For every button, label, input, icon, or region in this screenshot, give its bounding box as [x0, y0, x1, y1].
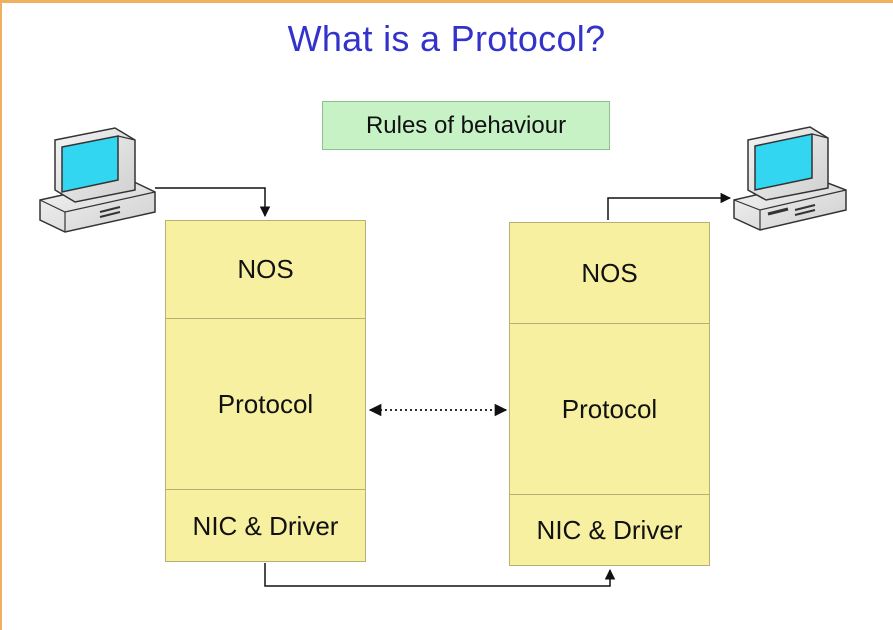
left-nos-label: NOS	[237, 254, 294, 284]
left-nic-driver-label: NIC & Driver	[192, 510, 339, 541]
slide-border-left	[0, 0, 2, 630]
left-protocol-stack: NOS Protocol NIC & Driver	[165, 220, 366, 562]
right-nos-label: NOS	[581, 257, 638, 288]
left-nos-layer: NOS	[166, 221, 365, 318]
computer-icon	[39, 127, 156, 233]
right-protocol-stack: NOS Protocol NIC & Driver	[509, 222, 710, 566]
left-computer-arrow	[155, 187, 271, 218]
right-nos-layer: NOS	[510, 223, 709, 323]
left-protocol-label: Protocol	[217, 388, 314, 419]
slide-border-top	[0, 0, 893, 3]
nic-link-arrow	[264, 563, 616, 587]
right-nic-driver-label: NIC & Driver	[536, 515, 683, 545]
left-nic-driver-layer: NIC & Driver	[166, 489, 365, 562]
left-protocol-layer: Protocol	[166, 318, 365, 489]
right-protocol-layer: Protocol	[510, 323, 709, 494]
right-protocol-label: Protocol	[561, 393, 658, 424]
right-computer-arrow	[607, 192, 732, 220]
rules-of-behaviour-box: Rules of behaviour	[322, 101, 610, 150]
computer-icon	[733, 126, 847, 231]
right-nic-driver-layer: NIC & Driver	[510, 494, 709, 566]
page-title: What is a Protocol?	[287, 18, 606, 59]
